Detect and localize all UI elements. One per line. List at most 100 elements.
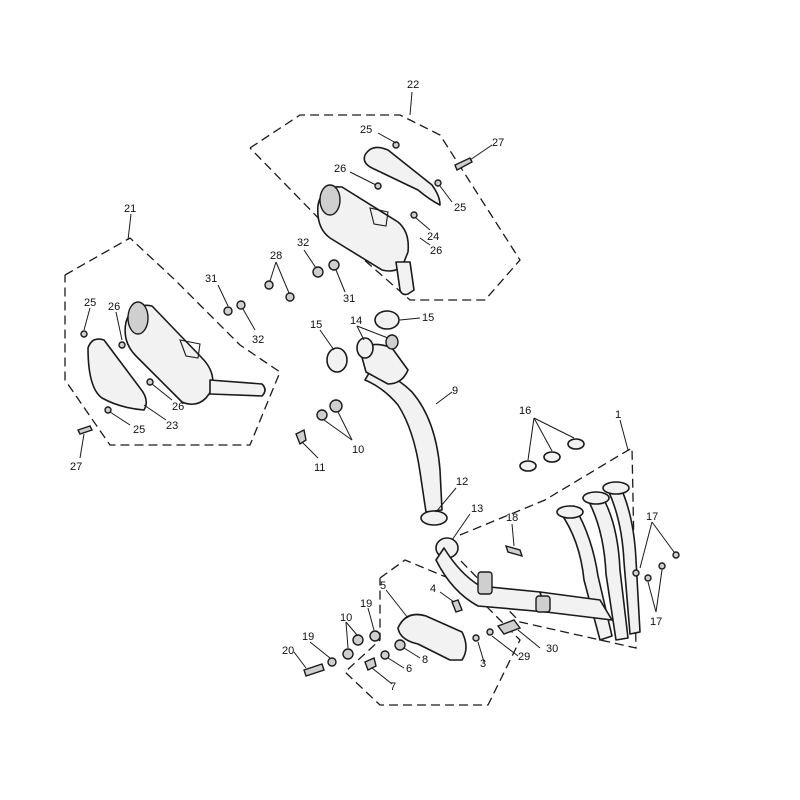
callout-26: 26	[334, 163, 346, 175]
header-pipe-2	[587, 495, 629, 641]
washer-19-upper	[369, 630, 381, 642]
leader-32b	[303, 249, 317, 269]
callout-25: 25	[133, 424, 145, 436]
leader-18	[511, 523, 515, 547]
leader-17a	[639, 521, 653, 569]
group-1-outline	[459, 446, 637, 649]
gasket-10-a	[316, 409, 328, 421]
callout-15: 15	[422, 312, 434, 324]
group-22-outline	[249, 114, 521, 301]
callout-6: 6	[406, 663, 412, 675]
bolt-26-lower	[118, 341, 126, 349]
bolt-25-lower	[80, 330, 88, 338]
washer-32-left	[236, 300, 246, 310]
leader-3	[477, 641, 485, 663]
leader-27a	[469, 144, 493, 161]
callout-25: 25	[454, 202, 466, 214]
leader-12	[435, 487, 457, 513]
heat-shield-upper	[363, 146, 441, 206]
leader-17b2	[655, 569, 663, 613]
clamp-14	[356, 337, 374, 359]
heat-shield-lower	[87, 338, 148, 411]
leader-13	[451, 513, 471, 541]
muffler-lower-outlet	[209, 379, 266, 397]
callout-28: 28	[270, 250, 282, 262]
leader-23	[143, 404, 167, 421]
bolt-29	[486, 628, 494, 636]
callout-21: 21	[124, 203, 136, 215]
leader-15a	[319, 329, 335, 351]
link-pipe-9	[364, 367, 443, 513]
header-flange-1	[556, 505, 584, 519]
washer-8	[394, 639, 406, 651]
leader-30	[517, 629, 541, 649]
nut-17-c	[658, 562, 666, 570]
leader-10b	[345, 621, 349, 649]
leader-31b	[335, 269, 346, 293]
header-flange-3	[602, 481, 630, 495]
bolt-28-a	[264, 280, 274, 290]
bolt-27-lower	[77, 425, 93, 435]
callout-4: 4	[430, 583, 436, 595]
muffler-upper-endcap	[319, 184, 341, 216]
clamp-14b	[385, 334, 399, 350]
nut-17-b	[644, 574, 652, 582]
leader-16b	[533, 417, 553, 452]
leader-25d	[109, 411, 131, 426]
leader-25c	[83, 307, 91, 331]
collector-clamp	[477, 571, 493, 595]
leader-32a	[242, 308, 256, 331]
callout-10: 10	[352, 444, 364, 456]
gasket-12	[420, 510, 448, 526]
leader-31a	[217, 284, 229, 307]
callout-32: 32	[297, 237, 309, 249]
leader-10b2	[345, 621, 358, 636]
washer-10-lower-a	[342, 648, 354, 660]
washer-32-right	[312, 266, 324, 278]
gasket-10-b	[329, 399, 343, 413]
leader-17a2	[651, 521, 675, 553]
bolt-25-upper-b	[434, 179, 442, 187]
bolt-20	[303, 663, 325, 677]
gasket-16-b	[543, 451, 561, 463]
leader-26c	[115, 311, 123, 341]
callout-29: 29	[518, 651, 530, 663]
nut-17-d	[672, 551, 680, 559]
leader-27b	[79, 433, 85, 459]
header-pipe-3	[607, 485, 641, 635]
bolt-26-lower-b	[146, 378, 154, 386]
callout-26: 26	[108, 301, 120, 313]
callout-26: 26	[430, 245, 442, 257]
leader-21	[127, 213, 132, 241]
leader-29	[491, 635, 519, 657]
leader-10a2	[337, 411, 353, 441]
bracket-4	[451, 599, 463, 613]
mounting-hardware	[217, 249, 346, 331]
washer-10-lower-b	[352, 634, 364, 646]
muffler-upper-bracket	[369, 207, 389, 227]
callout-1: 1	[615, 409, 621, 421]
leader-16a	[527, 417, 535, 461]
gasket-16-a	[519, 460, 537, 472]
bolt-11	[295, 428, 307, 446]
callout-12: 12	[456, 476, 468, 488]
washer-19-lower	[327, 657, 337, 667]
callout-13: 13	[471, 503, 483, 515]
nut-6	[380, 650, 390, 660]
callout-7: 7	[390, 681, 396, 693]
lower-bracket-assembly	[293, 589, 541, 685]
bolt-25-lower-b	[104, 406, 112, 414]
collector-pipe	[435, 547, 547, 613]
callout-3: 3	[480, 658, 486, 670]
leader-24	[415, 217, 431, 231]
muffler-lower-bracket	[179, 339, 201, 359]
callout-17: 17	[646, 511, 658, 523]
callout-16: 16	[519, 405, 531, 417]
leader-1	[619, 419, 629, 451]
callout-14: 14	[350, 315, 362, 327]
bolt-27-upper	[454, 157, 473, 171]
header-assembly	[420, 417, 680, 641]
muffler-lower-endcap	[127, 301, 149, 335]
leader-10a	[323, 419, 353, 441]
